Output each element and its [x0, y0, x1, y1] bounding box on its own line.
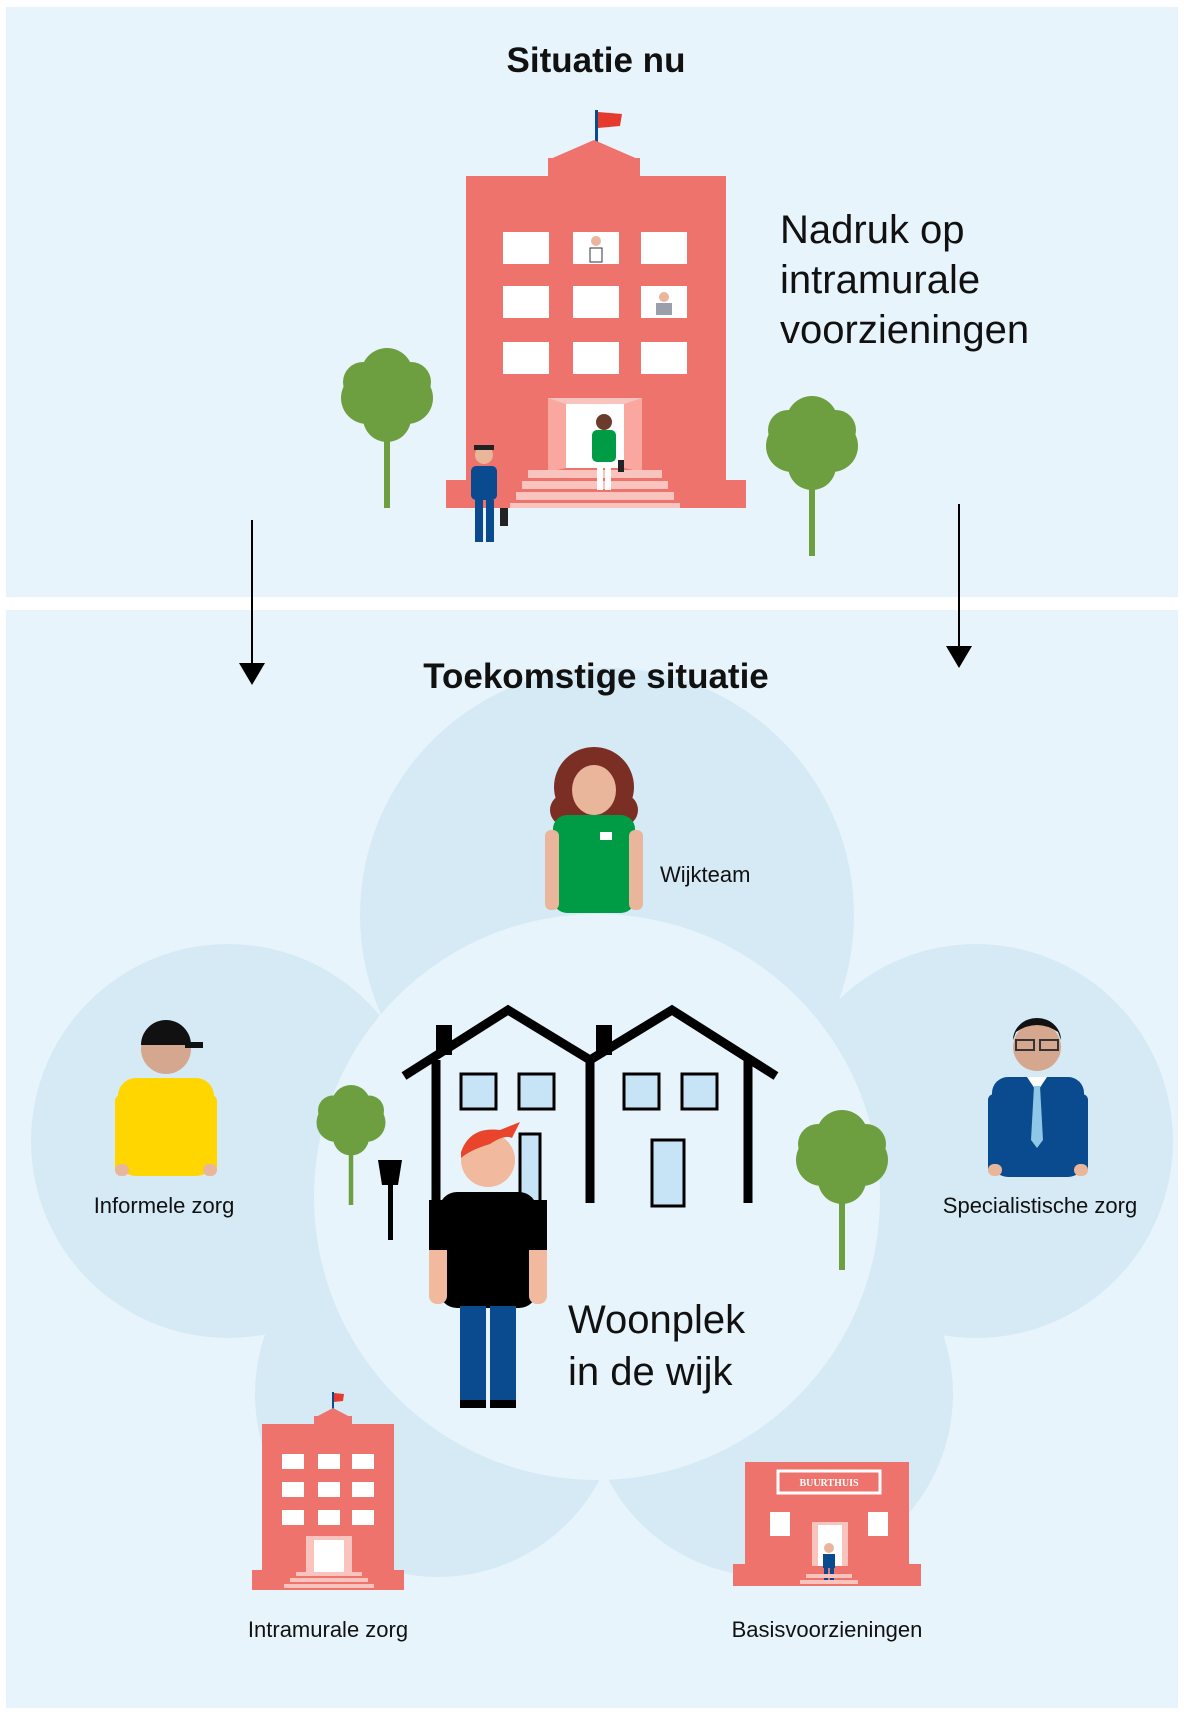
hospital-building-icon [252, 1392, 404, 1590]
label-basisvoorzieningen: Basisvoorzieningen [732, 1617, 923, 1642]
emphasis-line-3: voorzieningen [780, 308, 1029, 352]
emphasis-line-1: Nadruk op [780, 208, 965, 252]
label-wijkteam: Wijkteam [660, 862, 750, 887]
tree-icon [341, 348, 433, 508]
top-title: Situatie nu [507, 41, 686, 80]
arrow-down-icon [239, 520, 265, 685]
house-icon [401, 1004, 779, 1203]
emphasis-line-2: intramurale [780, 258, 980, 302]
label-informele-zorg: Informele zorg [94, 1193, 235, 1218]
label-specialistische-zorg: Specialistische zorg [943, 1193, 1137, 1218]
community-center-icon: BUURTHUIS [733, 1462, 921, 1586]
person-icon [545, 747, 643, 913]
house-windows [459, 1072, 719, 1208]
tree-icon [766, 396, 858, 556]
arrow-down-icon [946, 504, 972, 668]
bottom-title: Toekomstige situatie [423, 657, 769, 696]
buurthuis-sign: BUURTHUIS [799, 1478, 859, 1489]
street-lamp-icon [378, 1160, 402, 1240]
person-icon [115, 1020, 217, 1176]
person-icon [988, 1018, 1088, 1177]
center-line-1: Woonplek [568, 1298, 746, 1342]
hospital-building-icon [446, 110, 746, 542]
label-intramurale-zorg: Intramurale zorg [248, 1617, 408, 1642]
center-line-2: in de wijk [568, 1350, 734, 1394]
person-icon [429, 1122, 547, 1408]
